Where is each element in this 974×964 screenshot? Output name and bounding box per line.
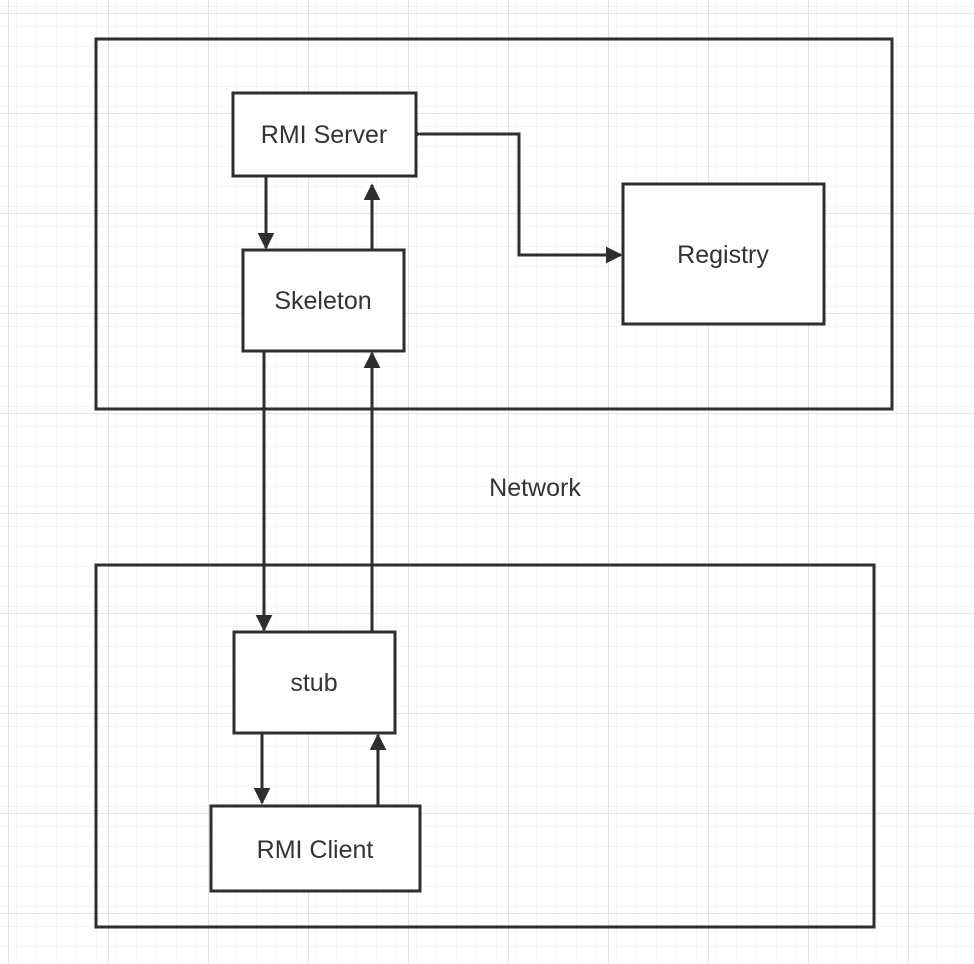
node-rmi-server: RMI Server xyxy=(231,91,418,178)
skeleton-box xyxy=(241,248,406,353)
registry-box xyxy=(621,182,826,326)
edge-server-registry xyxy=(404,125,623,264)
rmi-client-box xyxy=(209,804,422,893)
node-stub: stub xyxy=(232,630,397,735)
server-container xyxy=(94,37,894,411)
stub-box xyxy=(232,630,397,735)
network-label: Network xyxy=(489,474,581,502)
edges xyxy=(253,125,623,806)
rmi-server-label: RMI Server xyxy=(261,121,387,149)
node-registry: Registry xyxy=(621,182,826,326)
node-rmi-client: RMI Client xyxy=(209,804,422,893)
client-container xyxy=(94,563,876,929)
stub-label: stub xyxy=(290,669,337,697)
rmi-client-label: RMI Client xyxy=(257,836,374,864)
registry-label: Registry xyxy=(677,241,769,269)
skeleton-label: Skeleton xyxy=(274,287,371,315)
node-skeleton: Skeleton xyxy=(241,248,406,353)
rmi-server-box xyxy=(231,91,418,178)
